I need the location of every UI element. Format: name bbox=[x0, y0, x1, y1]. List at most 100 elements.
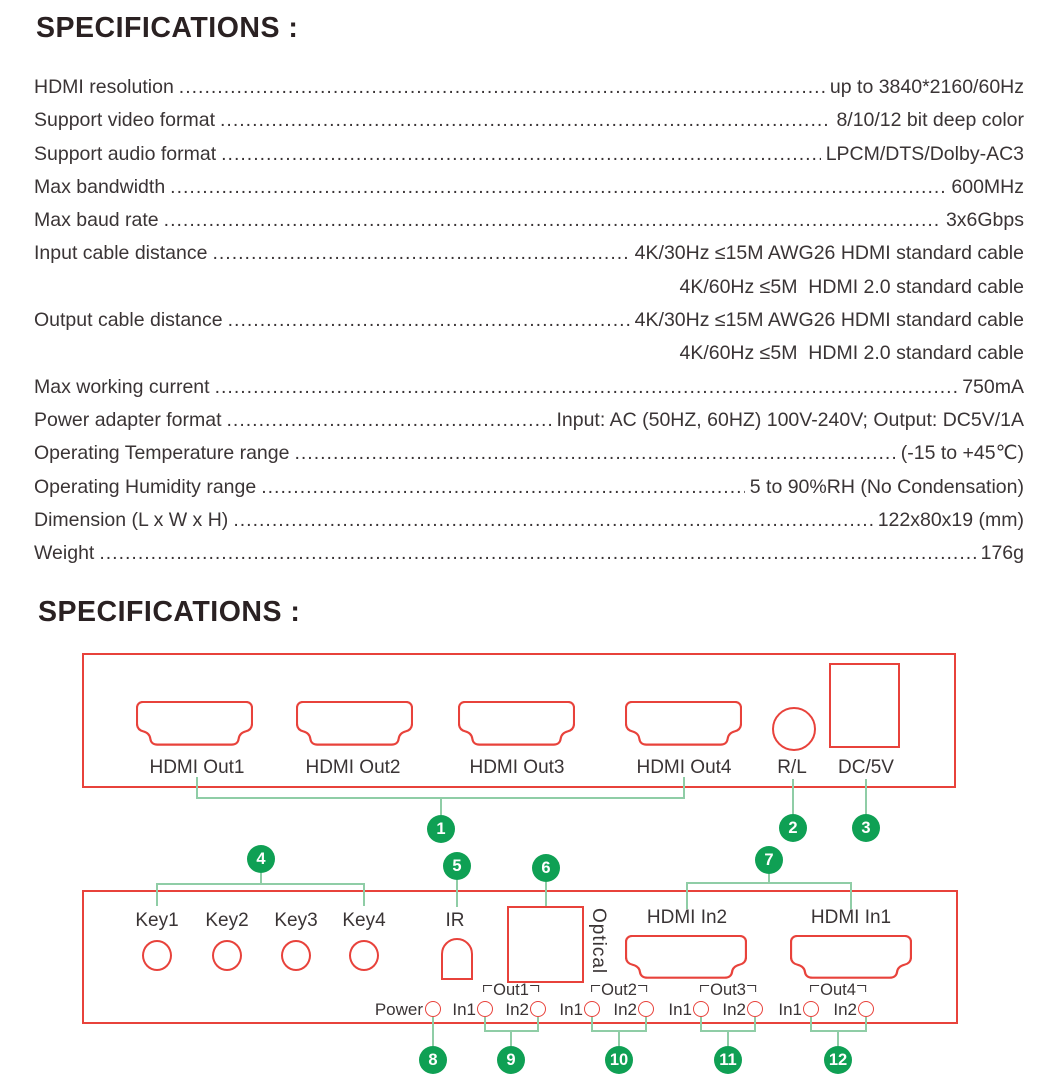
hdmi-in2-label: HDMI In2 bbox=[646, 907, 728, 928]
callout-line bbox=[850, 883, 852, 909]
group2-in2-label: In2 bbox=[613, 1000, 637, 1019]
key1-button-icon bbox=[142, 940, 172, 971]
callout-12-badge: 12 bbox=[824, 1046, 852, 1074]
group1-out-label: Out1 bbox=[483, 981, 539, 1000]
callout-line bbox=[865, 779, 867, 814]
callout-5-badge: 5 bbox=[443, 852, 471, 880]
group2-in2-led-icon bbox=[638, 1001, 654, 1017]
rear-panel-diagram bbox=[82, 653, 956, 788]
group3-in2-led-icon bbox=[747, 1001, 763, 1017]
callout-10-badge: 10 bbox=[605, 1046, 633, 1074]
hdmi-out2-label: HDMI Out2 bbox=[305, 757, 401, 778]
callout-line bbox=[537, 1017, 539, 1032]
spec-row: Max baud rate 3x6Gbps bbox=[34, 204, 1024, 237]
group4-in2-label: In2 bbox=[833, 1000, 857, 1019]
callout-line bbox=[686, 883, 688, 909]
spec-value: 176g bbox=[980, 542, 1024, 565]
callout-line bbox=[837, 1032, 839, 1046]
spec-label: Weight bbox=[34, 542, 95, 565]
spec-label: Max bandwidth bbox=[34, 175, 166, 198]
group4-out-label: Out4 bbox=[810, 981, 866, 1000]
front-panel-diagram bbox=[82, 890, 958, 1024]
spec-label: Output cable distance bbox=[34, 309, 223, 332]
spec-list: HDMI resolution up to 3840*2160/60Hz Supp… bbox=[34, 71, 1024, 570]
spec-label: Input cable distance bbox=[34, 242, 208, 265]
callout-11-badge: 11 bbox=[714, 1046, 742, 1074]
spec-row: HDMI resolution up to 3840*2160/60Hz bbox=[34, 71, 1024, 104]
callout-1-badge: 1 bbox=[427, 815, 455, 843]
callout-2-badge: 2 bbox=[779, 814, 807, 842]
callout-line bbox=[440, 799, 442, 815]
callout-line bbox=[683, 777, 685, 799]
spec-label: Max working current bbox=[34, 375, 210, 398]
callout-line bbox=[156, 883, 365, 885]
group4-in1-led-icon bbox=[803, 1001, 819, 1017]
callout-line bbox=[700, 1017, 702, 1032]
group4-in1-label: In1 bbox=[778, 1000, 802, 1019]
power-led-label: Power bbox=[374, 1000, 423, 1019]
hdmi-out1-label: HDMI Out1 bbox=[149, 757, 245, 778]
spec-row: Power adapter formatInput: AC (50HZ, 60H… bbox=[34, 404, 1024, 437]
dot-leader bbox=[99, 537, 975, 570]
group4-in2-led-icon bbox=[858, 1001, 874, 1017]
specifications-heading-2: SPECIFICATIONS : bbox=[38, 596, 301, 628]
dot-leader bbox=[233, 504, 872, 537]
group1-in1-label: In1 bbox=[452, 1000, 476, 1019]
hdmi-in1-label: HDMI In1 bbox=[810, 907, 892, 928]
spec-value: up to 3840*2160/60Hz bbox=[829, 76, 1024, 98]
callout-line bbox=[686, 882, 852, 884]
spec-value: (-15 to +45℃) bbox=[900, 442, 1024, 465]
dot-leader bbox=[170, 171, 946, 204]
callout-line bbox=[260, 873, 262, 884]
callout-7-badge: 7 bbox=[755, 846, 783, 874]
spec-value: 600MHz bbox=[951, 175, 1024, 198]
group3-in1-led-icon bbox=[693, 1001, 709, 1017]
callout-line bbox=[196, 777, 198, 799]
group2-in1-led-icon bbox=[584, 1001, 600, 1017]
callout-line bbox=[754, 1017, 756, 1032]
callout-line bbox=[156, 884, 158, 906]
group1-in2-led-icon bbox=[530, 1001, 546, 1017]
group2-in1-label: In1 bbox=[559, 1000, 583, 1019]
optical-port-icon bbox=[507, 906, 584, 983]
spec-label: Max baud rate bbox=[34, 209, 159, 232]
spec-label: HDMI resolution bbox=[34, 76, 174, 98]
spec-value: 4K/60Hz ≤5M HDMI 2.0 standard cable bbox=[679, 342, 1024, 365]
callout-line bbox=[484, 1030, 539, 1032]
callout-line bbox=[456, 880, 458, 907]
spec-label: Operating Humidity range bbox=[34, 475, 257, 498]
spec-value: 3x6Gbps bbox=[945, 209, 1024, 232]
dot-leader bbox=[212, 237, 629, 270]
key2-button-icon bbox=[212, 940, 242, 971]
group1-in1-led-icon bbox=[477, 1001, 493, 1017]
callout-line bbox=[196, 797, 685, 799]
spec-row-continuation: 4K/60Hz ≤5M HDMI 2.0 standard cable bbox=[34, 271, 1024, 304]
spec-row: Max bandwidth 600MHz bbox=[34, 171, 1024, 204]
callout-line bbox=[363, 884, 365, 906]
spec-value: 4K/30Hz ≤15M AWG26 HDMI standard cable bbox=[634, 309, 1024, 332]
callout-line bbox=[768, 874, 770, 883]
hdmi-out3-label: HDMI Out3 bbox=[469, 757, 565, 778]
callout-line bbox=[591, 1030, 647, 1032]
spec-value: 750mA bbox=[962, 375, 1024, 398]
callout-line bbox=[591, 1017, 593, 1032]
dot-leader bbox=[261, 471, 745, 504]
dot-leader bbox=[179, 71, 825, 104]
spec-label: Support audio format bbox=[34, 142, 217, 165]
spec-row: Operating Temperature range(-15 to +45℃) bbox=[34, 437, 1024, 470]
group3-in2-label: In2 bbox=[722, 1000, 746, 1019]
callout-line bbox=[700, 1030, 756, 1032]
key4-button-icon bbox=[349, 940, 379, 971]
group3-in1-label: In1 bbox=[668, 1000, 692, 1019]
spec-value: 8/10/12 bit deep color bbox=[836, 109, 1024, 132]
group1-in2-label: In2 bbox=[505, 1000, 529, 1019]
spec-row: Support audio formatLPCM/DTS/Dolby-AC3 bbox=[34, 138, 1024, 171]
hdmi-in2-port-icon bbox=[625, 935, 747, 979]
specifications-heading-1: SPECIFICATIONS : bbox=[36, 12, 299, 44]
hdmi-out1-port-icon bbox=[136, 701, 253, 746]
callout-line bbox=[727, 1032, 729, 1046]
dot-leader bbox=[294, 437, 895, 470]
dot-leader bbox=[228, 304, 630, 337]
callout-line bbox=[484, 1017, 486, 1032]
callout-line bbox=[865, 1017, 867, 1032]
